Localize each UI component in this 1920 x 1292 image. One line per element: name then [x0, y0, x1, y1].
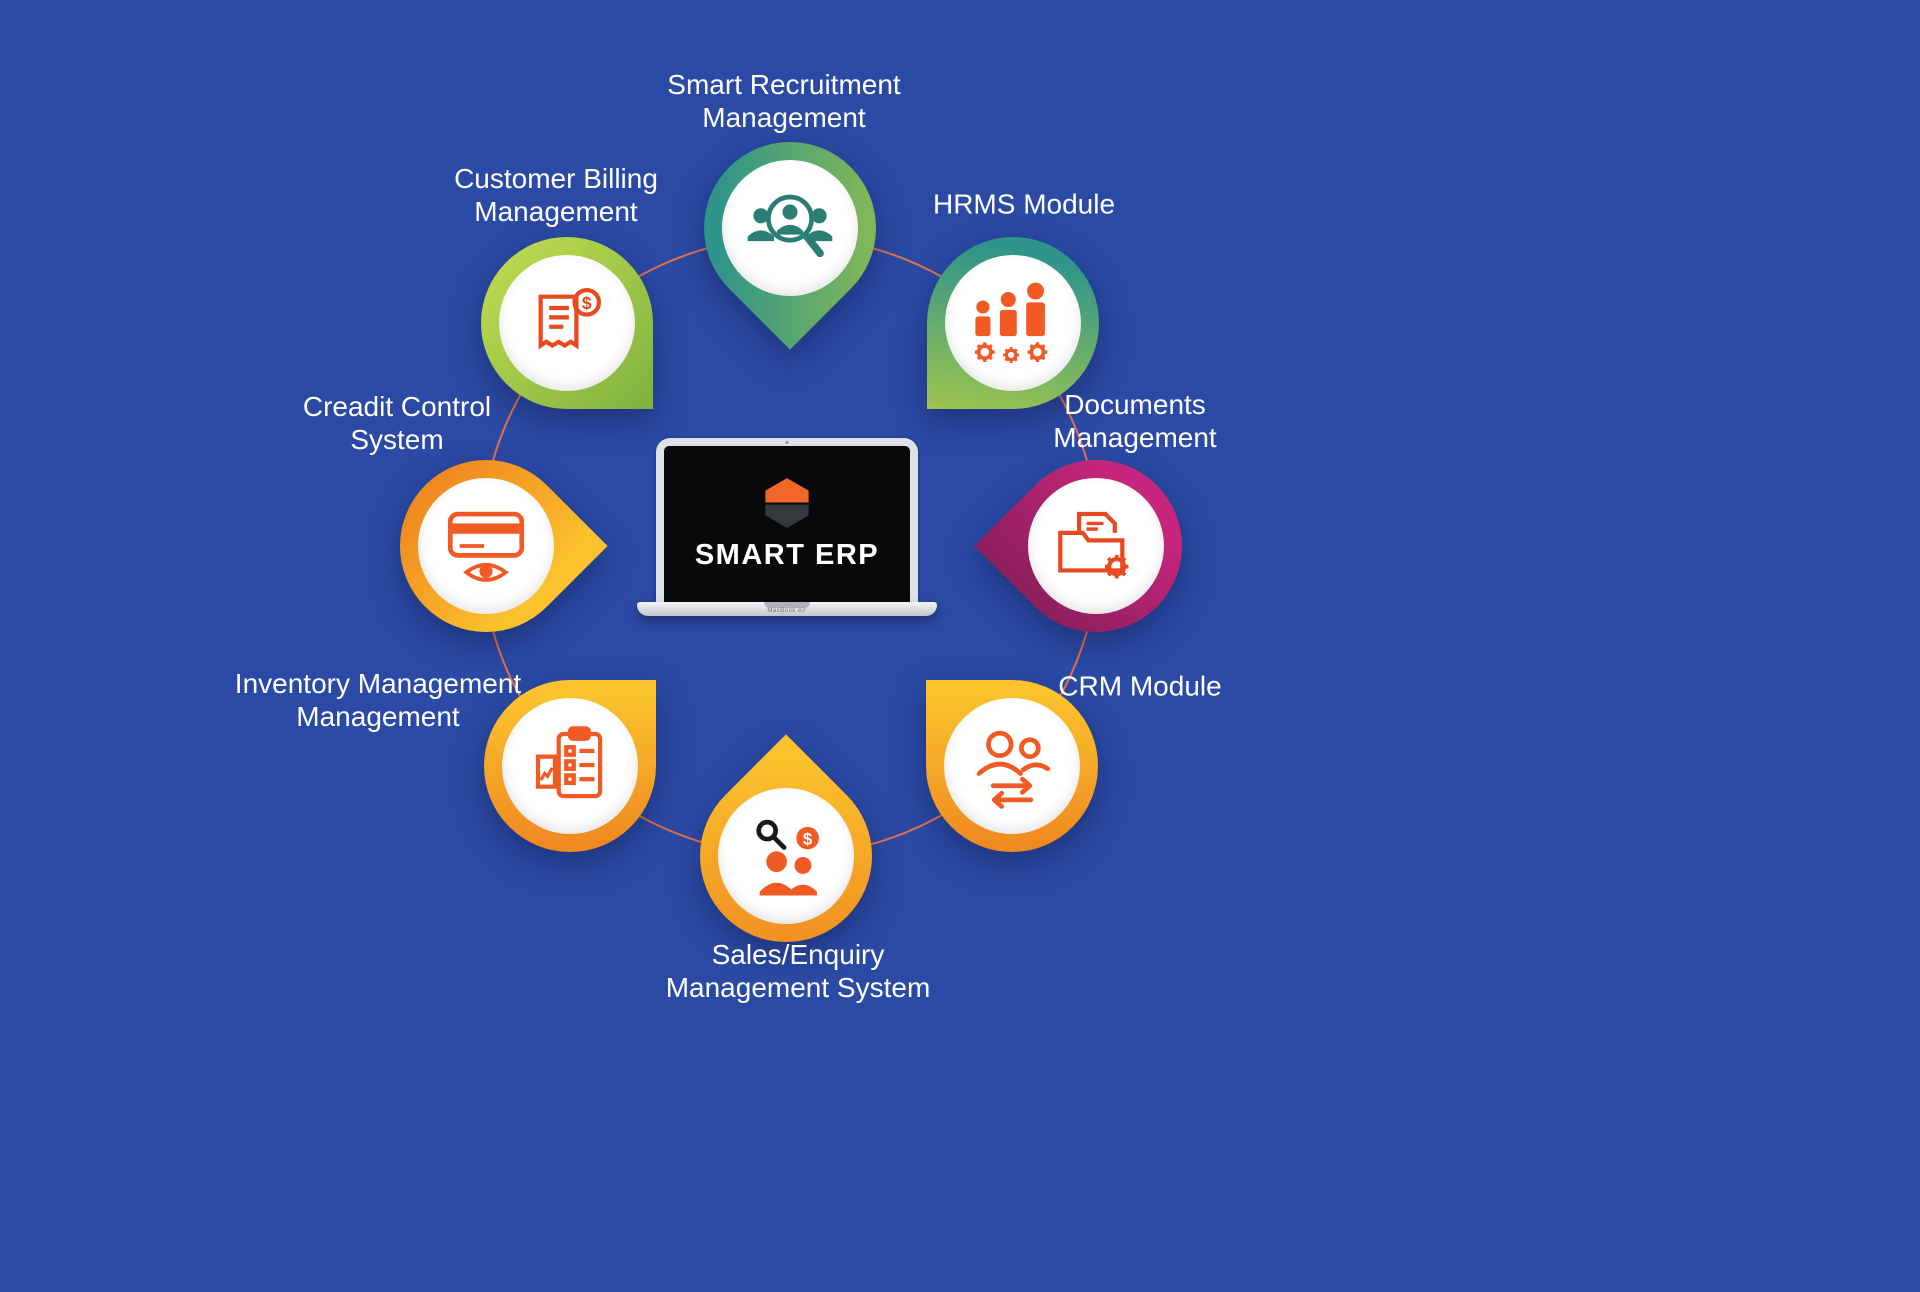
icon-disc	[722, 160, 858, 296]
label-line: Sales/Enquiry	[711, 938, 885, 970]
label-line: HRMS Module	[932, 188, 1116, 220]
icon-disc: $	[718, 788, 854, 924]
icon-disc	[1028, 478, 1164, 614]
label-line: Documents	[1064, 388, 1206, 420]
label-crm: CRM Module	[1058, 669, 1221, 702]
module-sales-enquiry: $	[664, 734, 908, 978]
laptop-notch	[764, 602, 810, 608]
label-line: Management	[296, 701, 460, 732]
icon-disc: $	[499, 255, 635, 391]
brand-title: SMART ERP	[694, 539, 880, 571]
module-documents	[974, 424, 1218, 668]
credit-icon	[447, 511, 525, 582]
inventory-icon	[535, 726, 603, 799]
label-line: Management System	[665, 972, 931, 1003]
icon-disc	[502, 698, 638, 834]
device-label: MacBook Air	[767, 608, 807, 614]
recruitment-icon	[747, 194, 833, 258]
label-credit-control: Creadit Control System	[303, 390, 491, 456]
label-line: Management	[1053, 422, 1217, 453]
label-line: Customer Billing	[454, 162, 658, 194]
icon-disc	[945, 255, 1081, 391]
laptop-display: SMART ERP	[664, 446, 910, 602]
laptop-base: MacBook Air	[637, 602, 937, 616]
hrms-icon	[974, 282, 1048, 363]
label-sales-enquiry: Sales/Enquiry Management System	[666, 938, 931, 1004]
svg-text:$: $	[582, 293, 592, 313]
webcam-icon	[785, 441, 789, 444]
label-line: Management	[702, 102, 866, 133]
label-line: Smart Recruitment	[667, 68, 901, 100]
label-line: Inventory Management	[234, 667, 522, 699]
label-line: Creadit Control	[302, 390, 492, 422]
laptop: SMART ERP MacBook Air	[637, 438, 937, 616]
label-line: System	[350, 424, 444, 455]
icon-disc	[944, 698, 1080, 834]
label-line: Management	[474, 196, 638, 227]
module-crm	[926, 680, 1098, 852]
module-hrms	[927, 237, 1099, 409]
label-documents: Documents Management	[1053, 388, 1216, 454]
label-hrms: HRMS Module	[933, 187, 1115, 220]
label-customer-billing: Customer Billing Management	[454, 162, 658, 228]
label-smart-recruitment: Smart Recruitment Management	[667, 68, 900, 134]
documents-icon	[1058, 511, 1129, 579]
svg-text:$: $	[803, 830, 813, 849]
module-smart-recruitment	[668, 106, 912, 350]
smart-erp-logo-icon	[765, 478, 809, 528]
laptop-screen: SMART ERP	[656, 438, 918, 602]
billing-icon: $	[538, 287, 602, 350]
module-inventory	[484, 680, 656, 852]
icon-disc	[418, 478, 554, 614]
crm-icon	[976, 730, 1051, 809]
sales-icon: $	[756, 819, 819, 896]
module-credit-control	[364, 424, 608, 668]
label-inventory: Inventory Management Management	[235, 667, 521, 733]
module-customer-billing: $	[481, 237, 653, 409]
label-line: CRM Module	[1058, 670, 1222, 702]
